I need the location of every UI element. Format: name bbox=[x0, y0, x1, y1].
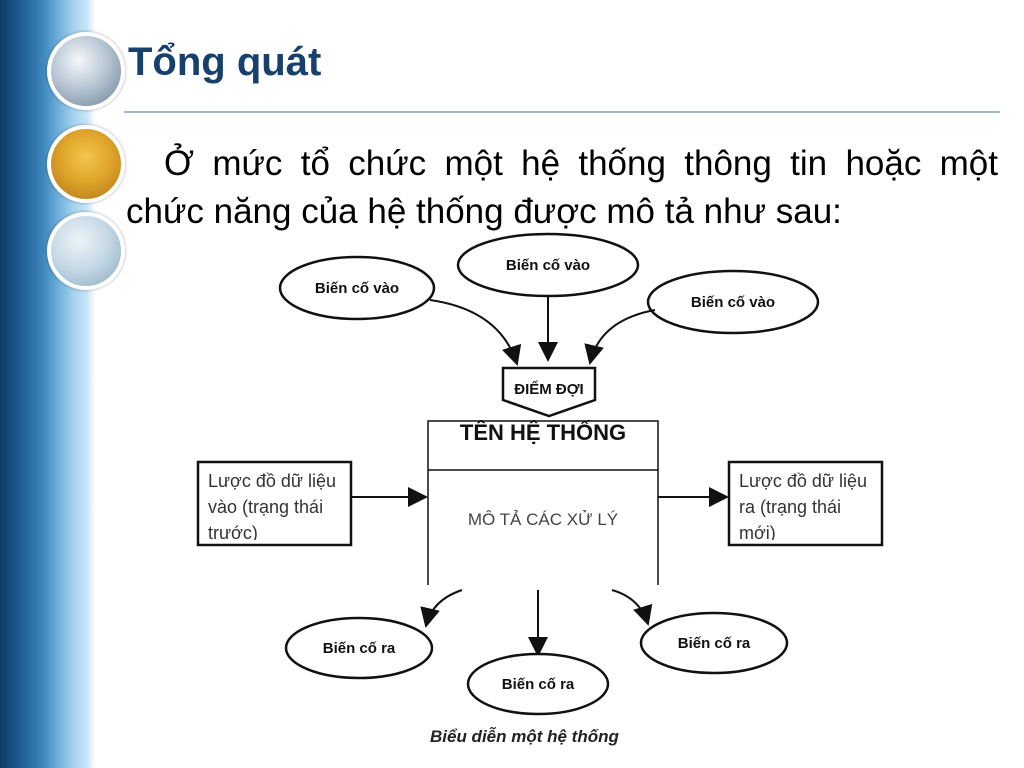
input-event-label-3: Biến cố vào bbox=[691, 294, 775, 311]
output-event-ellipse-1 bbox=[284, 616, 434, 680]
output-event-label-3: Biến cố ra bbox=[678, 635, 751, 652]
title-divider bbox=[124, 111, 1000, 113]
output-event-label-1: Biến cố ra bbox=[323, 640, 396, 657]
waiting-point-shape bbox=[501, 366, 597, 418]
output-event-ellipse-2 bbox=[466, 652, 610, 716]
input-event-label-2: Biến cố vào bbox=[506, 257, 590, 274]
system-description: MÔ TẢ CÁC XỬ LÝ bbox=[467, 510, 619, 529]
output-event-ellipse-3 bbox=[639, 611, 789, 675]
slide-body-text: Ở mức tổ chức một hệ thống thông tin hoặ… bbox=[126, 144, 998, 231]
sidebar-edge bbox=[88, 0, 95, 768]
diagram-caption: Biểu diễn một hệ thống bbox=[430, 727, 619, 746]
input-schema-text: Lược đồ dữ liệu vào (trạng thái trước) bbox=[208, 471, 336, 540]
input-event-ellipse-1 bbox=[278, 255, 436, 321]
output-event-label-2: Biến cố ra bbox=[502, 676, 575, 693]
waiting-point-label: ĐIỂM ĐỢI bbox=[514, 380, 583, 398]
input-event-ellipse-3 bbox=[646, 269, 820, 335]
system-name: TÊN HỆ THỐNG bbox=[459, 420, 627, 445]
decorative-photo-2 bbox=[47, 125, 125, 203]
input-event-label-1: Biến cố vào bbox=[315, 280, 399, 297]
arrow-input-3 bbox=[584, 309, 656, 365]
arrow-output-3 bbox=[611, 589, 653, 626]
decorative-photo-3 bbox=[47, 212, 125, 290]
input-schema-box bbox=[196, 460, 353, 547]
output-schema-box bbox=[727, 460, 884, 547]
slide-title: Tổng quát bbox=[128, 40, 322, 84]
decorative-photo-1 bbox=[47, 32, 125, 110]
arrow-output-1 bbox=[420, 589, 463, 628]
arrow-input-1 bbox=[429, 299, 522, 366]
system-box bbox=[427, 420, 659, 585]
output-schema-text: Lược đồ dữ liệu ra (trạng thái mới) bbox=[739, 471, 867, 540]
